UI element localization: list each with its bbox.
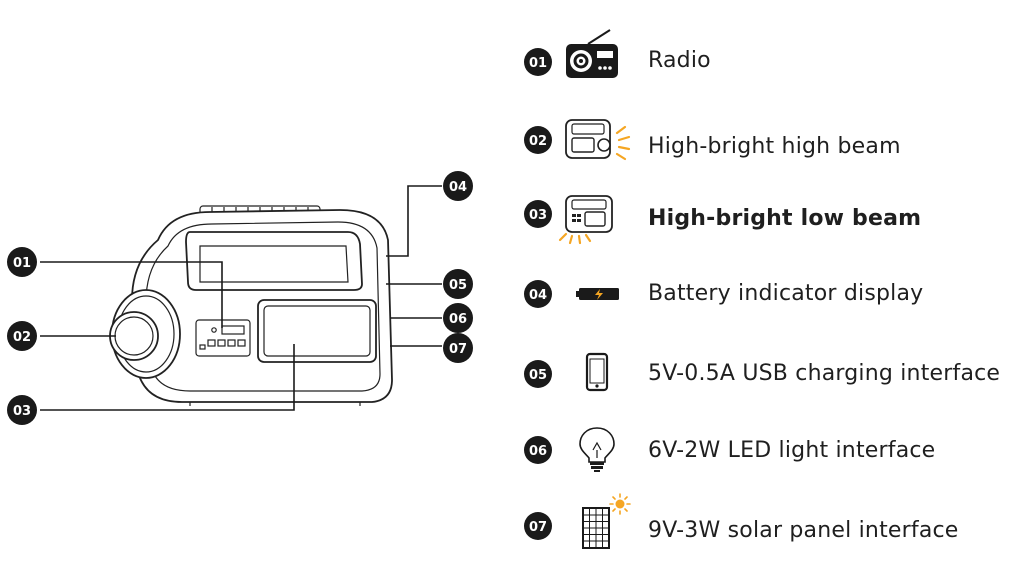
legend-badge-06: 06 <box>524 436 552 464</box>
feature-label-usb: 5V-0.5A USB charging interface <box>648 361 1001 386</box>
callout-04: 04 <box>443 171 473 201</box>
legend-badge-03: 03 <box>524 200 552 228</box>
legend-badge-05-label: 05 <box>529 368 547 383</box>
callout-01: 01 <box>7 247 37 277</box>
legend-badge-04: 04 <box>524 280 552 308</box>
device-illustration <box>109 205 393 406</box>
handle-opening <box>185 231 363 291</box>
sun-icon <box>609 493 631 515</box>
callout-05: 05 <box>443 269 473 299</box>
callout-03: 03 <box>7 395 37 425</box>
legend-badge-02-label: 02 <box>529 134 547 149</box>
feature-label-radio: Radio <box>648 48 711 73</box>
callout-06: 06 <box>443 303 473 333</box>
low-beam-icon <box>558 195 613 245</box>
callout-05-label: 05 <box>449 278 467 293</box>
callout-02: 02 <box>7 321 37 351</box>
high-beam-icon <box>565 119 631 161</box>
battery-icon <box>576 288 619 300</box>
legend-badge-07: 07 <box>524 512 552 540</box>
side-lamp <box>109 311 159 361</box>
legend-badge-03-label: 03 <box>529 208 547 223</box>
feature-label-battery: Battery indicator display <box>648 281 924 306</box>
legend-badge-06-label: 06 <box>529 444 547 459</box>
radio-icon <box>566 29 618 78</box>
feature-label-solar: 9V-3W solar panel interface <box>648 518 959 543</box>
legend-badge-07-label: 07 <box>529 520 547 535</box>
legend-badge-01-label: 01 <box>529 56 547 71</box>
front-light-panel <box>257 299 377 363</box>
legend-badge-05: 05 <box>524 360 552 388</box>
feature-label-led: 6V-2W LED light interface <box>648 438 936 463</box>
callout-06-label: 06 <box>449 312 467 327</box>
callout-03-label: 03 <box>13 404 31 419</box>
callout-04-label: 04 <box>449 180 467 195</box>
legend-badge-04-label: 04 <box>529 288 547 303</box>
feature-label-high-beam: High-bright high beam <box>648 134 901 159</box>
solar-panel-icon <box>582 493 631 549</box>
callout-01-label: 01 <box>13 256 31 271</box>
light-bulb-icon <box>579 427 615 472</box>
feature-label-low-beam: High-bright low beam <box>648 206 922 231</box>
radio-panel <box>195 319 251 357</box>
callout-07: 07 <box>443 333 473 363</box>
phone-icon <box>585 352 609 392</box>
callout-07-label: 07 <box>449 342 467 357</box>
leader-lines <box>40 185 442 411</box>
callout-02-label: 02 <box>13 330 31 345</box>
legend-badge-02: 02 <box>524 126 552 154</box>
legend-badge-01: 01 <box>524 48 552 76</box>
